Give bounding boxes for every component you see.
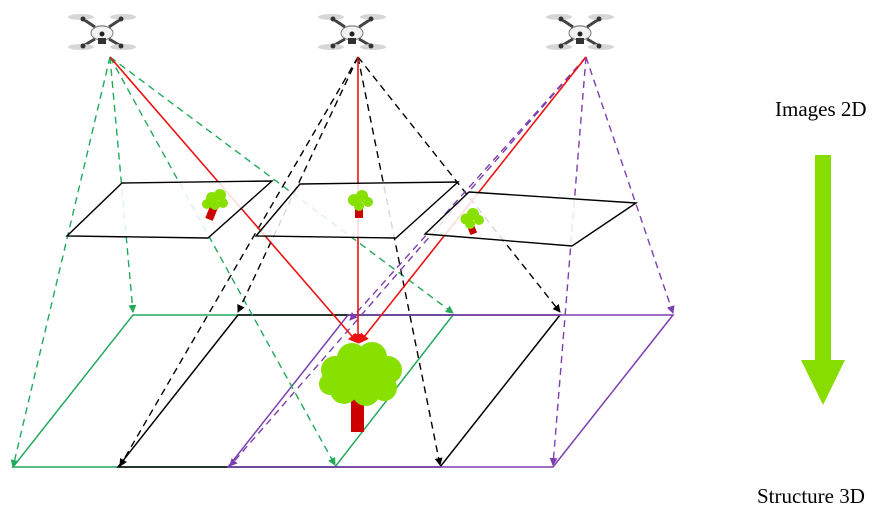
down-arrow-icon — [801, 155, 845, 405]
green-frustum — [10, 56, 454, 468]
images-2d-label: Images 2D — [775, 97, 867, 121]
drone-icon — [544, 12, 616, 52]
tree-icon — [319, 342, 402, 432]
tree-icon — [460, 208, 484, 236]
drone-icon — [66, 12, 138, 52]
tree-icon — [202, 189, 228, 221]
structure-3d-label: Structure 3D — [757, 484, 865, 508]
image-plane-right — [423, 191, 639, 247]
black-frustum — [119, 56, 561, 467]
purple-frustum — [229, 56, 675, 467]
drone-icon — [316, 12, 388, 52]
purple-ground-footprint — [226, 314, 675, 468]
tree-icon — [348, 190, 373, 218]
